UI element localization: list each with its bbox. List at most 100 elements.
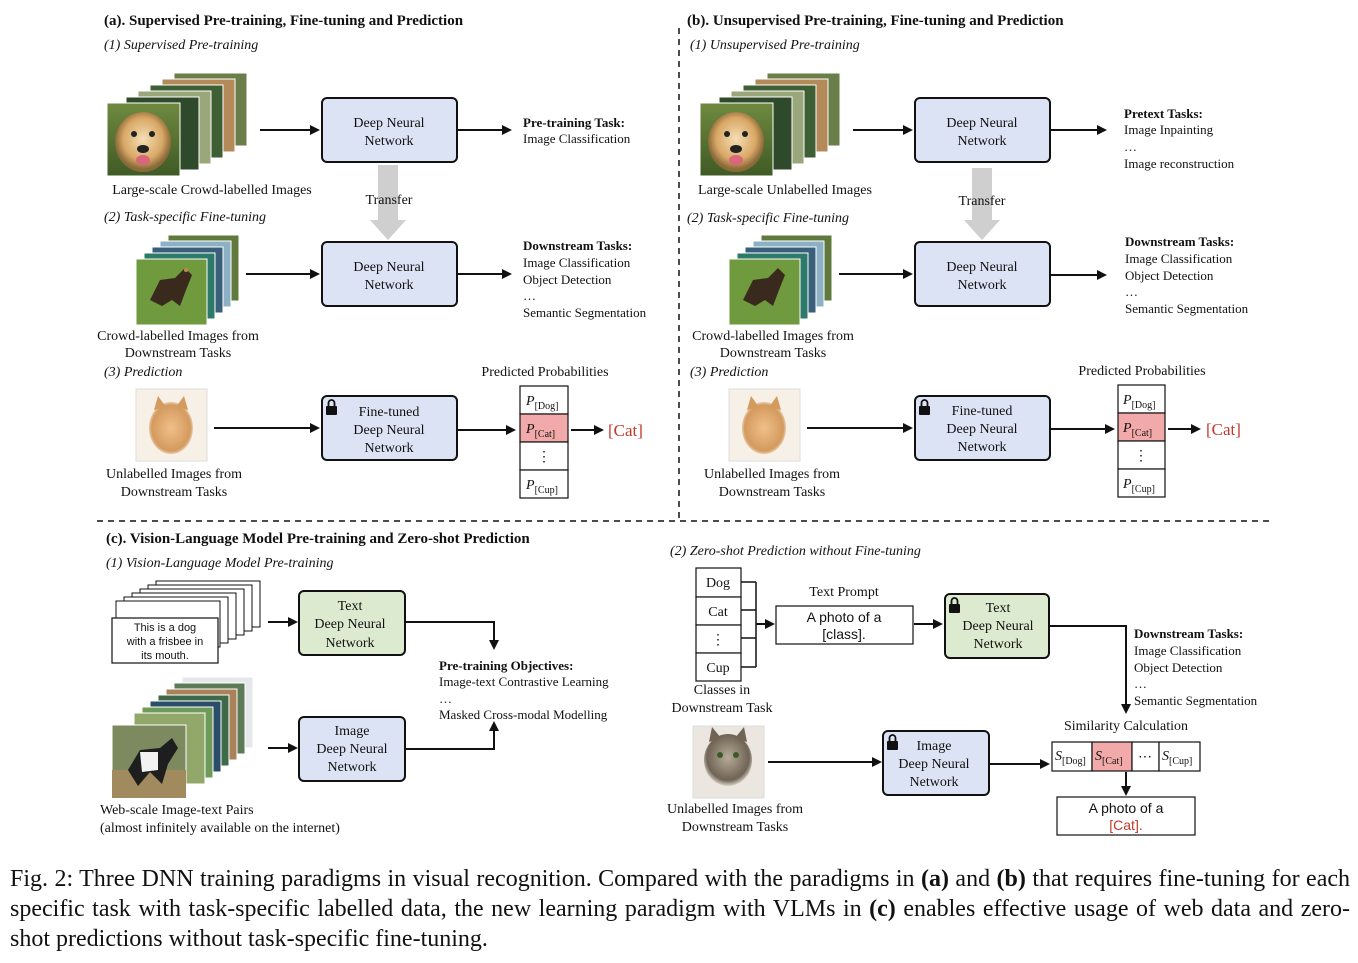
prob-dog: P[Dog]: [1122, 393, 1155, 411]
box-line: Deep Neural: [946, 116, 1017, 131]
panel-b-step2-label: (2) Task-specific Fine-tuning: [687, 211, 849, 226]
panel-c-zs-downstream-item: Object Detection: [1134, 660, 1223, 675]
prompt-line: A photo of a: [807, 609, 882, 625]
lock-icon: [326, 399, 337, 415]
class-item: ⋮: [711, 633, 725, 648]
panel-a-downstream-item: Image Classification: [523, 255, 631, 270]
box-line: Deep Neural: [946, 422, 1017, 437]
panel-b-pretext-item: Image reconstruction: [1124, 156, 1235, 171]
panel-b-downstream-item: Object Detection: [1125, 268, 1214, 283]
panel-c-objectives-item: Image-text Contrastive Learning: [439, 674, 609, 689]
panel-a-step3-images-label: Downstream Tasks: [121, 485, 227, 500]
box-line: Deep Neural: [962, 619, 1033, 634]
panel-c-step1-label: (1) Vision-Language Model Pre-training: [106, 556, 333, 571]
panel-a-prob-column: P[Dog] P[Cat] ⋮ P[Cup]: [519, 385, 569, 499]
panel-c-zs-downstream-item: Semantic Segmentation: [1134, 693, 1258, 708]
box-line: Deep Neural: [946, 260, 1017, 275]
box-line: Image: [917, 739, 952, 754]
output-caption-box: [1056, 796, 1196, 836]
prob-cat: P[Cat]: [1122, 421, 1152, 439]
box-line: Deep Neural: [898, 757, 969, 772]
panel-b-dnn-pretrain-box: [914, 97, 1051, 163]
sim-ellipsis: ⋯: [1138, 750, 1152, 765]
output-line: A photo of a: [1089, 800, 1164, 816]
panel-b-downstream-item: …: [1125, 284, 1138, 299]
prob-ellipsis: ⋮: [537, 450, 551, 465]
box-line: Deep Neural: [353, 423, 424, 438]
class-item: Cup: [706, 661, 729, 676]
box-line: Fine-tuned: [952, 404, 1013, 419]
prob-dog: P[Dog]: [525, 394, 558, 412]
panel-b: (b). Unsupervised Pre-training, Fine-tun…: [687, 13, 1249, 500]
image-stack-downstream: [135, 234, 240, 326]
panel-c-zs-downstream-head: Downstream Tasks:: [1134, 626, 1243, 641]
prob-cat: P[Cat]: [525, 422, 555, 440]
lock-icon: [949, 597, 960, 613]
panel-b-downstream-item: Image Classification: [1125, 251, 1233, 266]
image-stack-downstream-b: [728, 234, 833, 326]
similarity-row: S[Dog] S[Cat] ⋯ S[Cup]: [1051, 741, 1201, 772]
box-line: Network: [910, 775, 959, 790]
panel-a: (a). Supervised Pre-training, Fine-tunin…: [97, 13, 646, 500]
panel-c-zs-images-label: Unlabelled Images from: [667, 802, 803, 817]
panel-c-zs-text-dnn-box: [944, 593, 1050, 659]
panel-b-result: [Cat]: [1206, 420, 1241, 439]
lock-icon: [919, 399, 930, 415]
panel-b-dnn-finetune-box: [914, 241, 1051, 307]
panel-c-objectives-item: …: [439, 691, 452, 706]
panel-c-classes-label: Classes in: [694, 683, 750, 698]
image-stack-web-pairs: [111, 676, 254, 799]
prompt-line: [class].: [822, 626, 866, 642]
arrow-c-zs-text-out: [1050, 625, 1131, 714]
prob-cup: P[Cup]: [1122, 477, 1155, 495]
panel-a-step1-label: (1) Supervised Pre-training: [104, 38, 258, 53]
transfer-arrow-a: [370, 165, 406, 240]
panel-b-downstream-head: Downstream Tasks:: [1125, 234, 1234, 249]
box-line: Deep Neural: [316, 742, 387, 757]
box-line: Image: [335, 724, 370, 739]
panel-b-step3-images-label: Unlabelled Images from: [704, 467, 840, 482]
sim-dog: S[Dog]: [1055, 749, 1086, 767]
arrow-c-text-out: [405, 621, 499, 650]
panel-c-objectives-item: Masked Cross-modal Modelling: [439, 707, 608, 722]
prob-cup: P[Cup]: [525, 478, 558, 496]
prob-ellipsis: ⋮: [1134, 449, 1148, 464]
panel-c-pairs-label: Web-scale Image-text Pairs: [100, 803, 254, 818]
output-line-cat: [Cat].: [1109, 817, 1142, 833]
panel-b-finetuned-box: [914, 395, 1051, 461]
panel-b-step2-images-label: Downstream Tasks: [720, 346, 826, 361]
panel-b-prob-column: P[Dog] P[Cat] ⋮ P[Cup]: [1117, 384, 1166, 498]
caption-card-line: its mouth.: [141, 650, 189, 662]
caption-text: that requires fine-tuning for each speci…: [10, 866, 1350, 922]
caption-text: and: [948, 866, 997, 892]
panel-a-step3-label: (3) Prediction: [104, 365, 182, 380]
panel-c-prompt-title: Text Prompt: [809, 585, 879, 600]
box-line: Fine-tuned: [359, 405, 420, 420]
panel-c-zs-image-dnn-box: [882, 730, 990, 796]
panel-c-step2-label: (2) Zero-shot Prediction without Fine-tu…: [670, 544, 921, 559]
caption-card-stack: This is a dog with a frisbee in its mout…: [111, 580, 261, 664]
panel-a-prob-title: Predicted Probabilities: [481, 365, 608, 380]
panel-a-step2-images-label: Downstream Tasks: [125, 346, 231, 361]
golden-retriever-photo: [115, 112, 171, 172]
panel-a-dnn-pretrain-box: [321, 97, 458, 163]
panel-a-pretrain-task-head: Pre-training Task:: [523, 115, 625, 130]
caption-text: enables effective usage of web data and …: [10, 896, 1351, 952]
class-item: Cat: [708, 605, 728, 620]
panel-a-step2-label: (2) Task-specific Fine-tuning: [104, 210, 266, 225]
panel-c-title: (c). Vision-Language Model Pre-training …: [106, 531, 530, 547]
panel-c-zs-downstream-item: Image Classification: [1134, 643, 1242, 658]
image-stack-crowd-labelled: [106, 72, 248, 177]
panel-c-similarity-title: Similarity Calculation: [1064, 719, 1188, 734]
box-line: Network: [326, 636, 375, 651]
figure-caption: Fig. 2: Three DNN training paradigms in …: [10, 864, 1350, 954]
panel-a-downstream-item: …: [523, 288, 536, 303]
panel-b-step3-label: (3) Prediction: [690, 365, 768, 380]
caption-text: Fig. 2: Three DNN training paradigms in …: [10, 866, 921, 892]
panel-a-result: [Cat]: [608, 421, 643, 440]
panel-c-zs-downstream-item: …: [1134, 676, 1147, 691]
sim-cat: S[Cat]: [1095, 749, 1123, 767]
panel-a-downstream-item: Semantic Segmentation: [523, 305, 647, 320]
panel-b-step3-images-label: Downstream Tasks: [719, 485, 825, 500]
caption-ref-c: (c): [869, 896, 896, 922]
